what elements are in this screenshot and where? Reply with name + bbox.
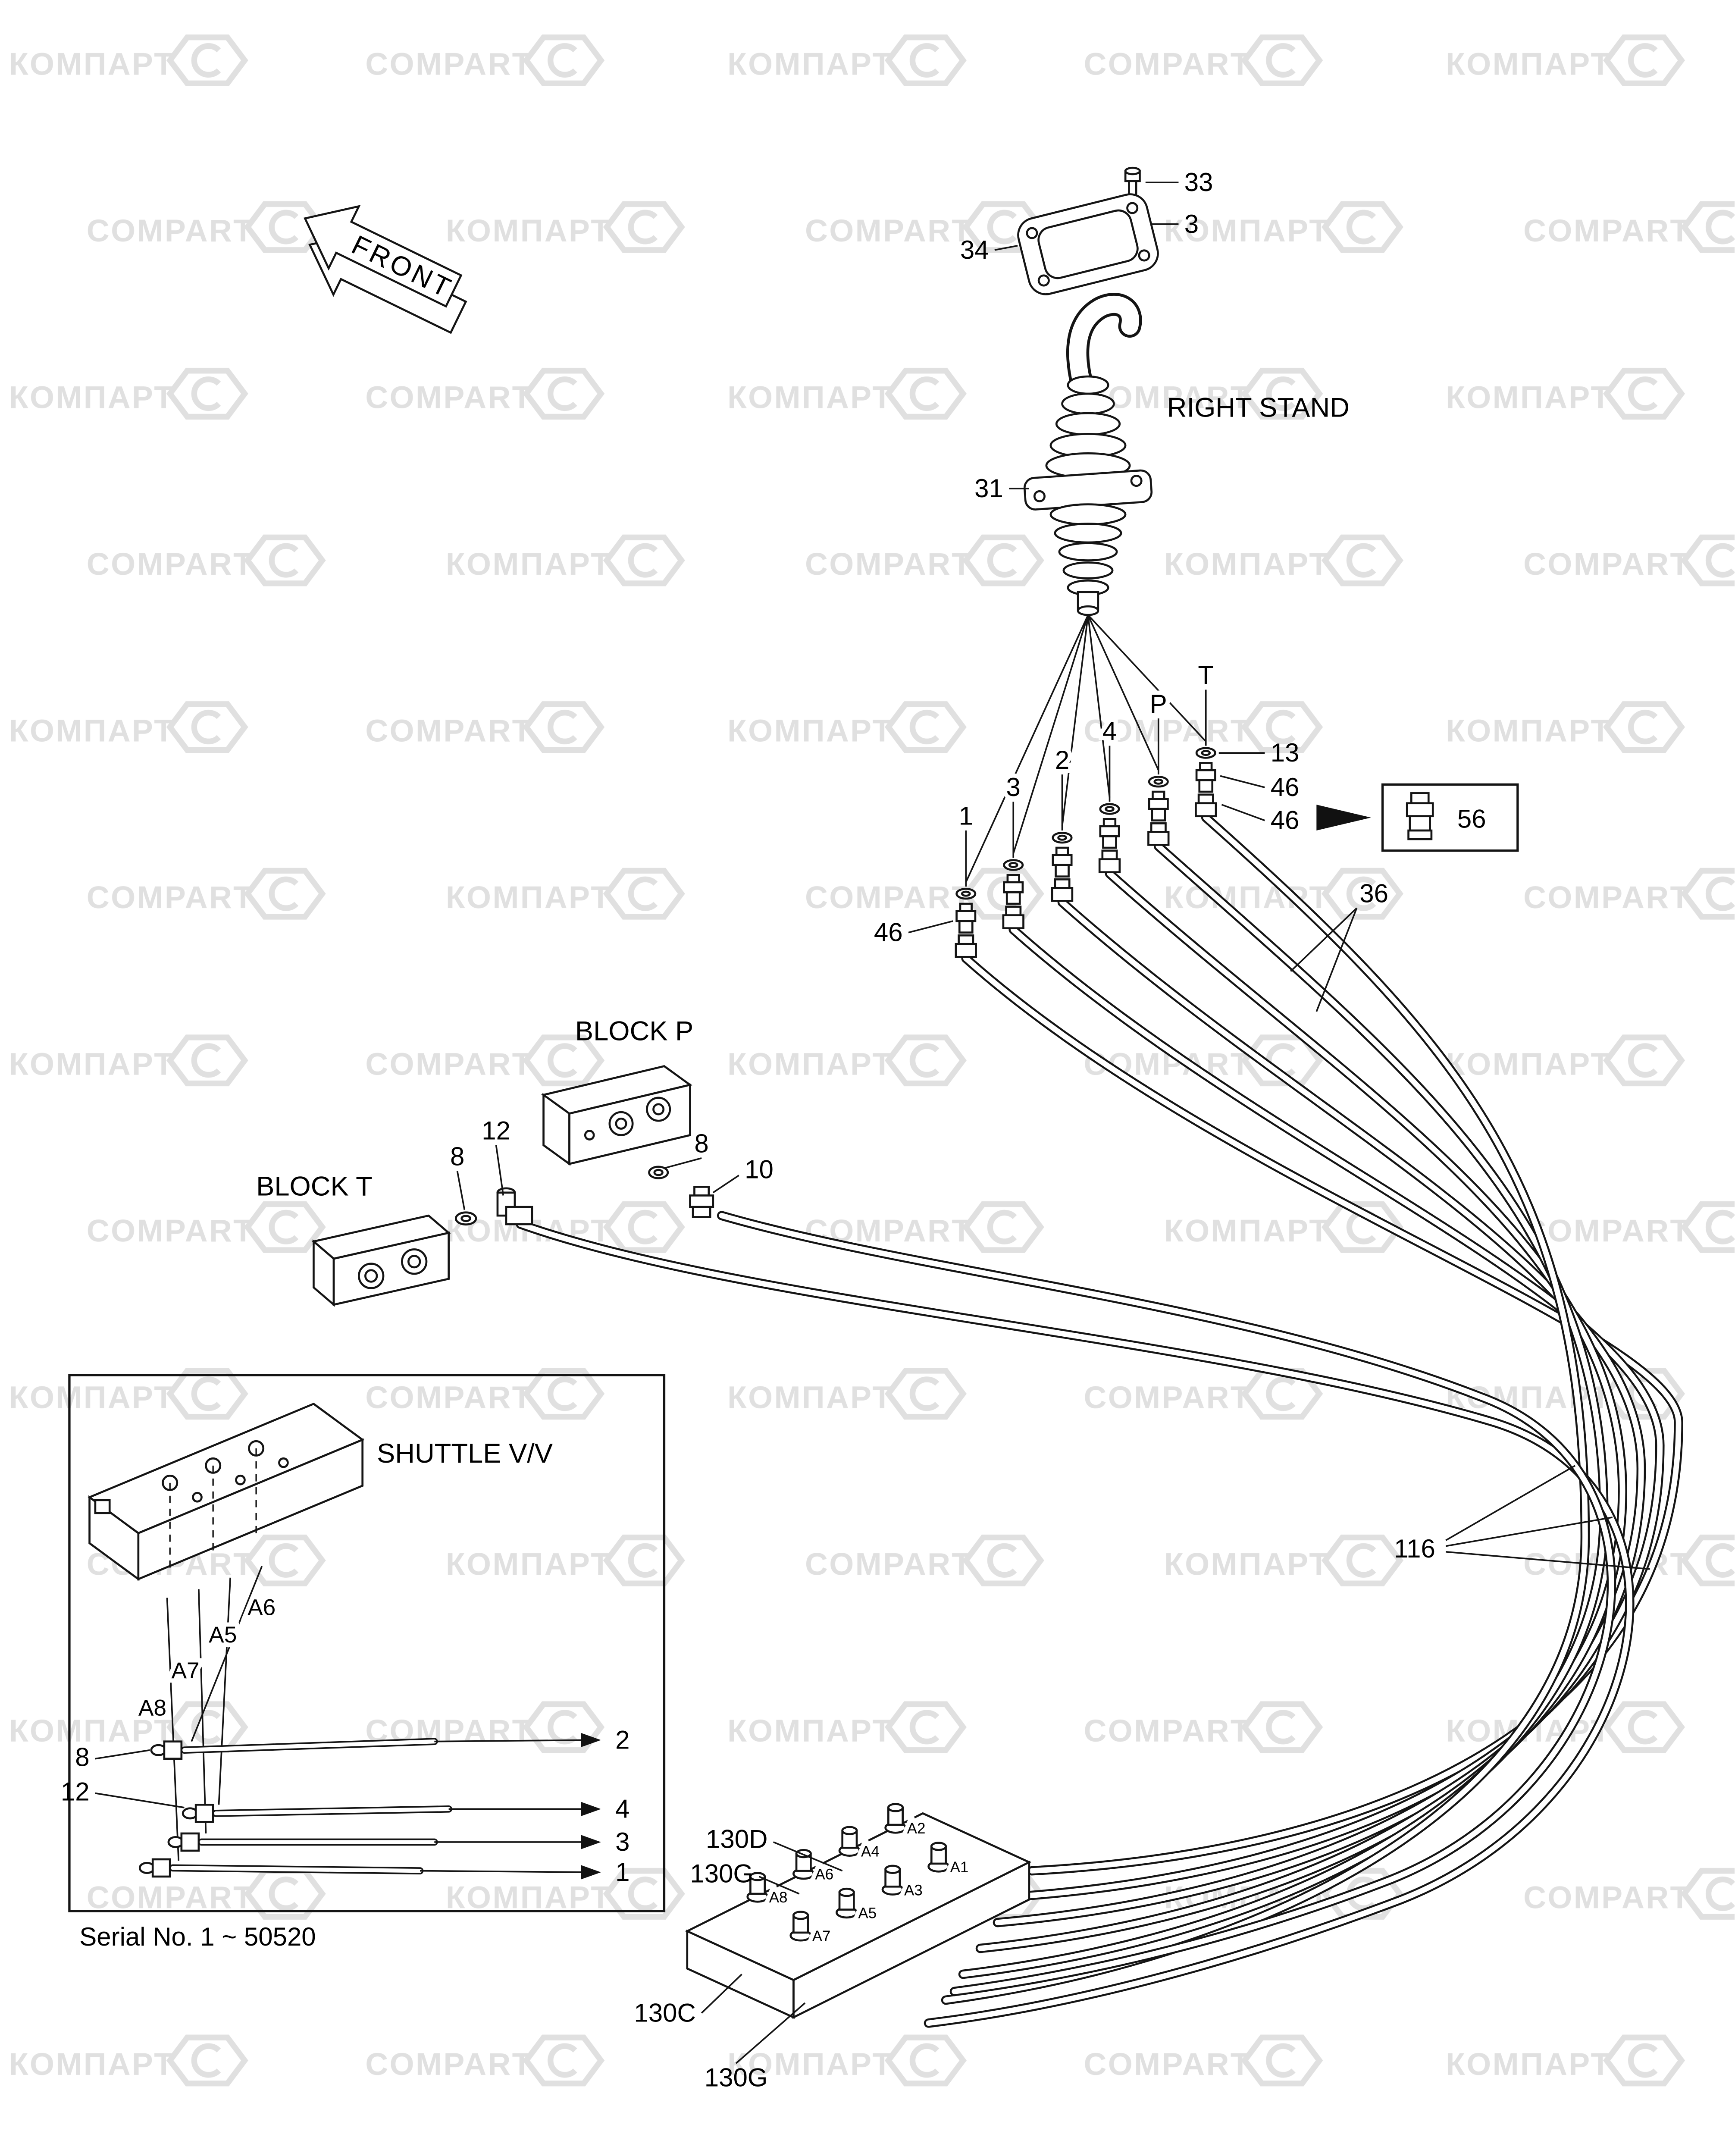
- port-line-4: 4: [1102, 717, 1117, 746]
- bracket-fitting-a7: [789, 1911, 812, 1942]
- shuttle-port-leaders: A6 A5 A7 A8: [134, 1566, 280, 1861]
- block-t: BLOCK T: [256, 1171, 451, 1307]
- fitting-stacks: [955, 689, 1217, 958]
- shuttle-valve-block: [87, 1402, 365, 1581]
- callout-33-label: 33: [1184, 168, 1213, 197]
- bracket-port-a8: A8: [769, 1889, 788, 1906]
- callout-31-label: 31: [974, 474, 1003, 503]
- bracket-port-a4: A4: [861, 1843, 880, 1860]
- elbow-12-washer-8: 12 8: [450, 1116, 533, 1226]
- callout-46-left-label: 46: [874, 918, 903, 947]
- callout-46-lower-label: 46: [1271, 806, 1300, 835]
- callout-34-label: 34: [960, 235, 989, 264]
- inset-border: [68, 1374, 666, 1912]
- callout-3-label: 3: [1184, 210, 1199, 238]
- inset-12-label: 12: [61, 1777, 90, 1806]
- bracket-port-a6: A6: [815, 1866, 833, 1883]
- bracket-port-a1: A1: [950, 1859, 969, 1876]
- callout-10-label: 10: [745, 1155, 774, 1184]
- inset-8-label: 8: [75, 1742, 89, 1771]
- bracket-port-a7: A7: [812, 1928, 831, 1945]
- callout-36-label: 36: [1359, 879, 1388, 908]
- shuttle-8-12-callouts: 8 12: [61, 1742, 185, 1808]
- callout-12-label: 12: [482, 1116, 510, 1145]
- port-a6-label: A6: [247, 1595, 276, 1620]
- callout-130c-label: 130C: [634, 1998, 695, 2027]
- block-p-title: BLOCK P: [575, 1016, 693, 1047]
- shuttle-title: SHUTTLE V/V: [377, 1438, 553, 1469]
- fitting-stack-1: [955, 830, 977, 958]
- bracket-fitting-a1: [927, 1842, 950, 1873]
- right-stand-title: RIGHT STAND: [1167, 392, 1350, 423]
- stack-callouts: 13 46 46 46: [874, 738, 1299, 947]
- bracket-port-a3: A3: [904, 1882, 923, 1899]
- port-line-t: T: [1198, 661, 1214, 689]
- callout-130g-top-label: 130G: [690, 1859, 753, 1888]
- callout-130d-label: 130D: [706, 1824, 767, 1853]
- pilot-line-fan: [965, 614, 1207, 883]
- fitting-stack-3: [1002, 802, 1024, 929]
- washer-8-fitting-10: 8 10: [648, 1129, 774, 1218]
- callout-36: 36: [1290, 879, 1388, 1012]
- port-line-1: 1: [959, 802, 973, 830]
- port-line-2: 2: [1055, 746, 1069, 774]
- port-a7-label: A7: [172, 1658, 200, 1683]
- bracket-port-a5: A5: [858, 1905, 877, 1922]
- bracket-fitting-a8: [746, 1872, 769, 1903]
- bracket-assembly: A8 A6 A4 A2 A7 A5 A3 A1 130D 130G 130C 1…: [634, 1803, 1032, 2092]
- out-3-label: 3: [615, 1827, 629, 1856]
- main-hoses: [516, 813, 1683, 2028]
- fitting-stack-t: [1195, 689, 1217, 818]
- out-2-label: 2: [615, 1725, 629, 1754]
- mount-plate-34: [1017, 193, 1159, 295]
- callout-130g-bottom-label: 130G: [705, 2063, 768, 2092]
- shuttle-elbows: [138, 1740, 214, 1878]
- callout-116-label: 116: [1394, 1534, 1435, 1563]
- bracket-fitting-a3: [881, 1865, 904, 1896]
- black-arrow-icon: [1316, 805, 1371, 831]
- callout-116: 116: [1394, 1465, 1650, 1570]
- port-a5-label: A5: [209, 1622, 237, 1648]
- bracket-fitting-a5: [836, 1887, 858, 1919]
- fitting-stack-4: [1098, 746, 1121, 874]
- joystick-31: [1023, 293, 1153, 616]
- shuttle-inset: SHUTTLE V/V A6 A5 A7 A8: [61, 1374, 666, 1912]
- callout-8-right-label: 8: [694, 1129, 708, 1158]
- part-56-box: 56: [1316, 783, 1519, 852]
- top-assembly: 33 3 34: [960, 166, 1350, 616]
- bracket-fitting-a4: [838, 1826, 861, 1857]
- shuttle-hoses: 2 4 3 1: [138, 1725, 630, 1887]
- callout-56-label: 56: [1457, 804, 1486, 833]
- out-1-label: 1: [615, 1858, 629, 1887]
- fitting-stack-2: [1051, 774, 1074, 902]
- block-t-title: BLOCK T: [256, 1171, 373, 1201]
- bracket-fitting-a2: [884, 1803, 907, 1834]
- callout-8-left-label: 8: [450, 1142, 464, 1171]
- serial-note: Serial No. 1 ~ 50520: [79, 1922, 316, 1951]
- port-line-p: P: [1150, 689, 1167, 718]
- callout-13-label: 13: [1271, 738, 1300, 767]
- port-a8-label: A8: [138, 1695, 166, 1721]
- out-4-label: 4: [615, 1794, 629, 1823]
- port-line-3: 3: [1006, 773, 1021, 802]
- callout-46-upper-label: 46: [1271, 773, 1300, 802]
- front-arrow: FRONT: [304, 205, 467, 334]
- bracket-port-a2: A2: [907, 1820, 926, 1837]
- block-p: BLOCK P: [541, 1016, 693, 1166]
- fitting-stack-p: [1147, 718, 1170, 846]
